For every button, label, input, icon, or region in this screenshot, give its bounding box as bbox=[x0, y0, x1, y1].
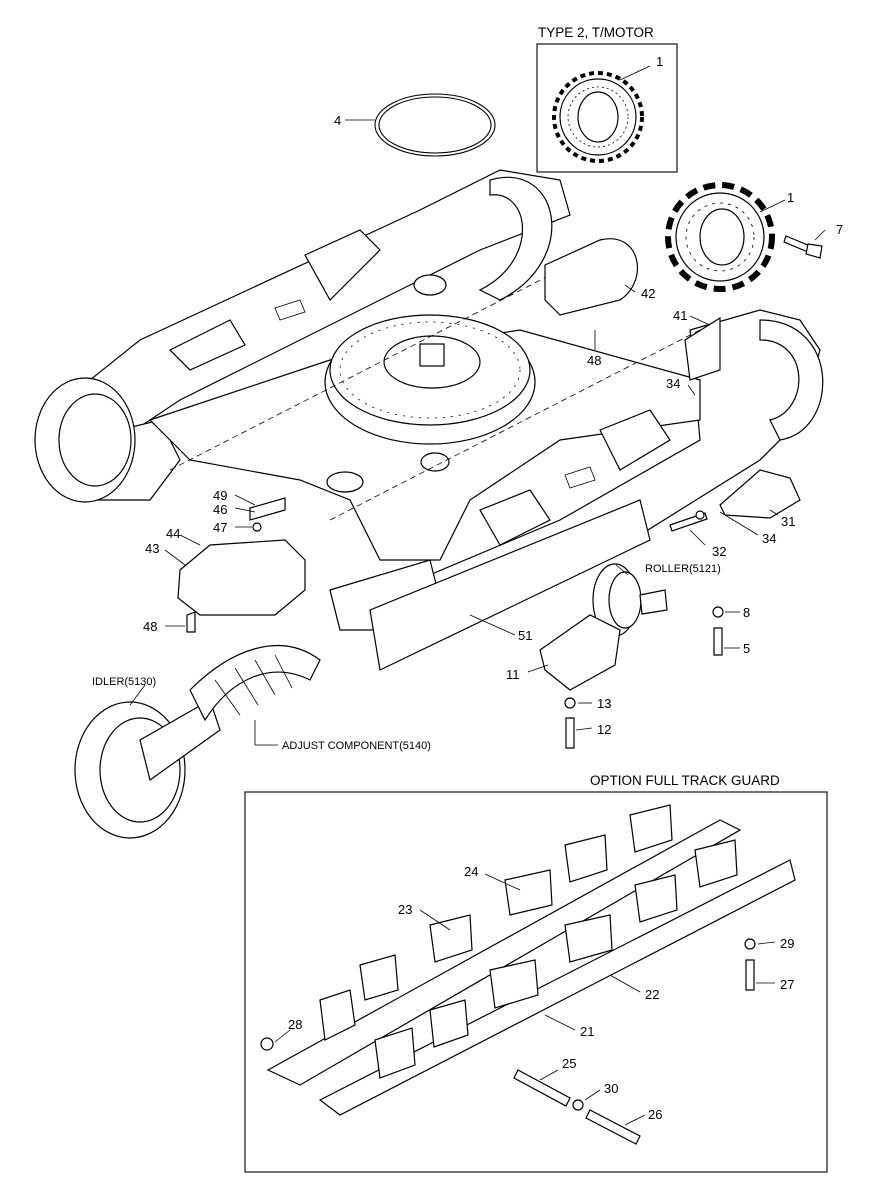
bolt-5[interactable] bbox=[713, 627, 723, 656]
caption-idler: IDLER(5130) bbox=[92, 676, 156, 688]
callout-41: 41 bbox=[673, 308, 687, 323]
callout-26: 26 bbox=[648, 1107, 662, 1122]
guard-brackets bbox=[319, 804, 738, 1079]
callout-25: 25 bbox=[562, 1056, 576, 1071]
bolt-47[interactable] bbox=[252, 522, 262, 532]
caption-roller: ROLLER(5121) bbox=[645, 563, 721, 575]
callout-5: 5 bbox=[743, 641, 750, 656]
callout-34: 34 bbox=[762, 531, 776, 546]
callout-49: 49 bbox=[213, 488, 227, 503]
callout-11: 11 bbox=[506, 667, 520, 682]
callout-48-top: 48 bbox=[587, 353, 601, 368]
bolt-26[interactable] bbox=[585, 1109, 641, 1145]
callout-29: 29 bbox=[780, 936, 794, 951]
callout-51: 51 bbox=[518, 628, 532, 643]
callout-30: 30 bbox=[604, 1081, 618, 1096]
callout-48-bottom: 48 bbox=[143, 619, 157, 634]
callout-47: 47 bbox=[213, 520, 227, 535]
callout-23: 23 bbox=[398, 902, 412, 917]
callout-43: 43 bbox=[145, 541, 159, 556]
nut-28[interactable] bbox=[260, 1037, 274, 1051]
callout-21: 21 bbox=[580, 1024, 594, 1039]
washer-29[interactable] bbox=[744, 938, 756, 950]
callout-8: 8 bbox=[743, 605, 750, 620]
callout-4: 4 bbox=[334, 113, 341, 128]
callout-12: 12 bbox=[597, 722, 611, 737]
type2-inset-frame bbox=[536, 43, 678, 173]
callout-42: 42 bbox=[641, 286, 655, 301]
callout-7: 7 bbox=[836, 222, 843, 237]
option-guard-frame bbox=[244, 791, 828, 1173]
cover-plate[interactable] bbox=[544, 238, 638, 316]
callout-46: 46 bbox=[213, 502, 227, 517]
sprocket-bolt[interactable] bbox=[783, 235, 823, 259]
leader-lines bbox=[129, 65, 826, 1126]
caption-option-guard: OPTION FULL TRACK GUARD bbox=[590, 773, 780, 788]
bracket[interactable] bbox=[684, 316, 721, 381]
guard-11[interactable] bbox=[539, 614, 621, 691]
callout-44: 44 bbox=[166, 526, 180, 541]
washer-13[interactable] bbox=[564, 697, 576, 709]
guard-rail-21[interactable] bbox=[318, 859, 796, 1116]
callout-13: 13 bbox=[597, 696, 611, 711]
adjust-component[interactable] bbox=[189, 645, 321, 722]
o-ring[interactable] bbox=[374, 93, 496, 157]
sprocket-type2[interactable] bbox=[552, 71, 644, 163]
pin-25[interactable] bbox=[513, 1069, 571, 1107]
bolt-12[interactable] bbox=[565, 717, 575, 749]
callout-34-top: 34 bbox=[666, 376, 680, 391]
callout-28: 28 bbox=[288, 1017, 302, 1032]
callout-32: 32 bbox=[712, 544, 726, 559]
caption-adjust: ADJUST COMPONENT(5140) bbox=[282, 740, 431, 752]
callout-22: 22 bbox=[645, 987, 659, 1002]
callout-1-type2: 1 bbox=[656, 54, 663, 69]
callout-1: 1 bbox=[787, 190, 794, 205]
callout-31: 31 bbox=[781, 514, 795, 529]
washer[interactable] bbox=[695, 510, 705, 520]
under-cover[interactable] bbox=[177, 539, 306, 616]
lower-frame bbox=[34, 169, 824, 671]
cover-bolt[interactable] bbox=[186, 611, 196, 633]
bolt-27[interactable] bbox=[745, 959, 755, 991]
washer-30[interactable] bbox=[572, 1099, 584, 1111]
sprocket-standard[interactable] bbox=[665, 182, 775, 292]
caption-type2-tmotor: TYPE 2, T/MOTOR bbox=[538, 25, 654, 40]
idler-assembly[interactable] bbox=[74, 699, 221, 839]
guard-rail-23[interactable] bbox=[266, 819, 742, 1086]
callout-24: 24 bbox=[464, 864, 478, 879]
callout-27: 27 bbox=[780, 977, 794, 992]
washer-8[interactable] bbox=[712, 606, 724, 618]
track-roller[interactable] bbox=[592, 563, 668, 637]
plate-49[interactable] bbox=[249, 497, 286, 521]
